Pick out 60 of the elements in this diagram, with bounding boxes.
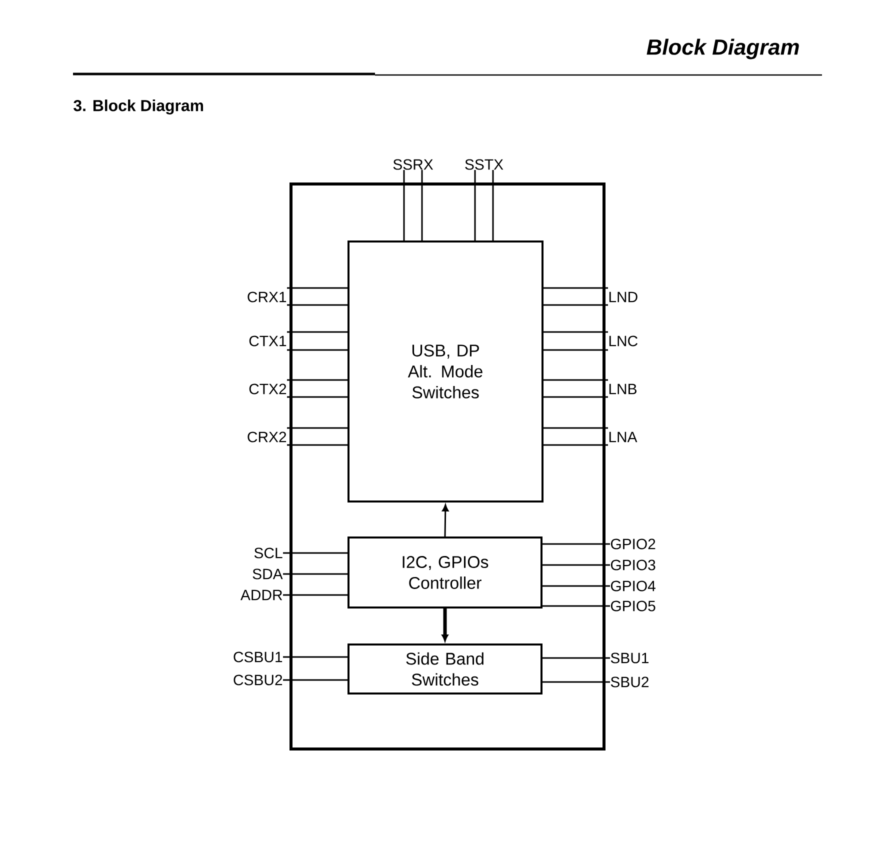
pin-label: GPIO2 [610, 538, 656, 550]
pin-label: LND [609, 292, 638, 302]
pin-line [542, 543, 610, 545]
pin-label: SSTX [465, 159, 504, 170]
pin-label: GPIO5 [610, 600, 656, 612]
pin-line [287, 379, 348, 381]
block-box: USB, DP Alt. Mode Switches [348, 240, 544, 502]
pin-label: LNC [609, 336, 638, 346]
pin-label: SBU2 [610, 676, 648, 688]
pin-label: GPIO3 [610, 560, 656, 570]
pin-line [542, 605, 610, 607]
pin-line [544, 331, 608, 333]
pin-line [287, 287, 348, 289]
pin-label: CRX1 [248, 292, 286, 302]
pin-line [542, 657, 610, 659]
pin-line [544, 287, 608, 289]
pin-line [492, 170, 494, 240]
pin-line [287, 304, 348, 306]
pin-line [544, 379, 608, 381]
pin-label: CTX2 [249, 384, 286, 394]
arrow [442, 504, 449, 536]
pin-label: SCL [254, 548, 282, 558]
pin-line [287, 427, 348, 429]
header-title: Block Diagram [646, 38, 799, 60]
pin-line [287, 349, 348, 351]
pin-label: CTX1 [249, 336, 286, 346]
pin-line [421, 170, 423, 240]
pin-label: LNB [609, 384, 636, 394]
pin-label: LNA [609, 432, 638, 442]
pin-line [287, 331, 348, 333]
pin-line [403, 170, 405, 240]
pin-line [544, 396, 608, 398]
pin-line [544, 304, 608, 306]
pin-label: SBU1 [610, 652, 648, 664]
pin-line [287, 396, 348, 398]
pin-line [544, 444, 608, 446]
pin-line [283, 679, 348, 681]
pin-line [542, 681, 610, 683]
pin-line [542, 564, 610, 566]
pin-label: CRX2 [248, 432, 286, 442]
arrow [442, 608, 448, 642]
pin-label: CSBU1 [234, 652, 282, 662]
pin-line [474, 170, 476, 240]
pin-label: GPIO4 [610, 580, 656, 592]
pin-line [287, 444, 348, 446]
pin-label: CSBU2 [234, 674, 282, 686]
pin-label: SSRX [393, 159, 434, 170]
section-heading: 3. Block Diagram [74, 100, 204, 114]
pin-line [283, 573, 348, 575]
pin-line [544, 427, 608, 429]
pin-line [283, 656, 348, 658]
pin-label: SDA [252, 568, 283, 580]
pin-line [283, 594, 348, 596]
block-box: Side Band Switches [348, 644, 542, 694]
pin-line [283, 552, 348, 554]
pin-line [542, 585, 610, 587]
pin-label: ADDR [240, 590, 282, 600]
chip-outline [290, 182, 606, 750]
block-box: I2C, GPIOs Controller [348, 536, 542, 608]
pin-line [544, 349, 608, 351]
